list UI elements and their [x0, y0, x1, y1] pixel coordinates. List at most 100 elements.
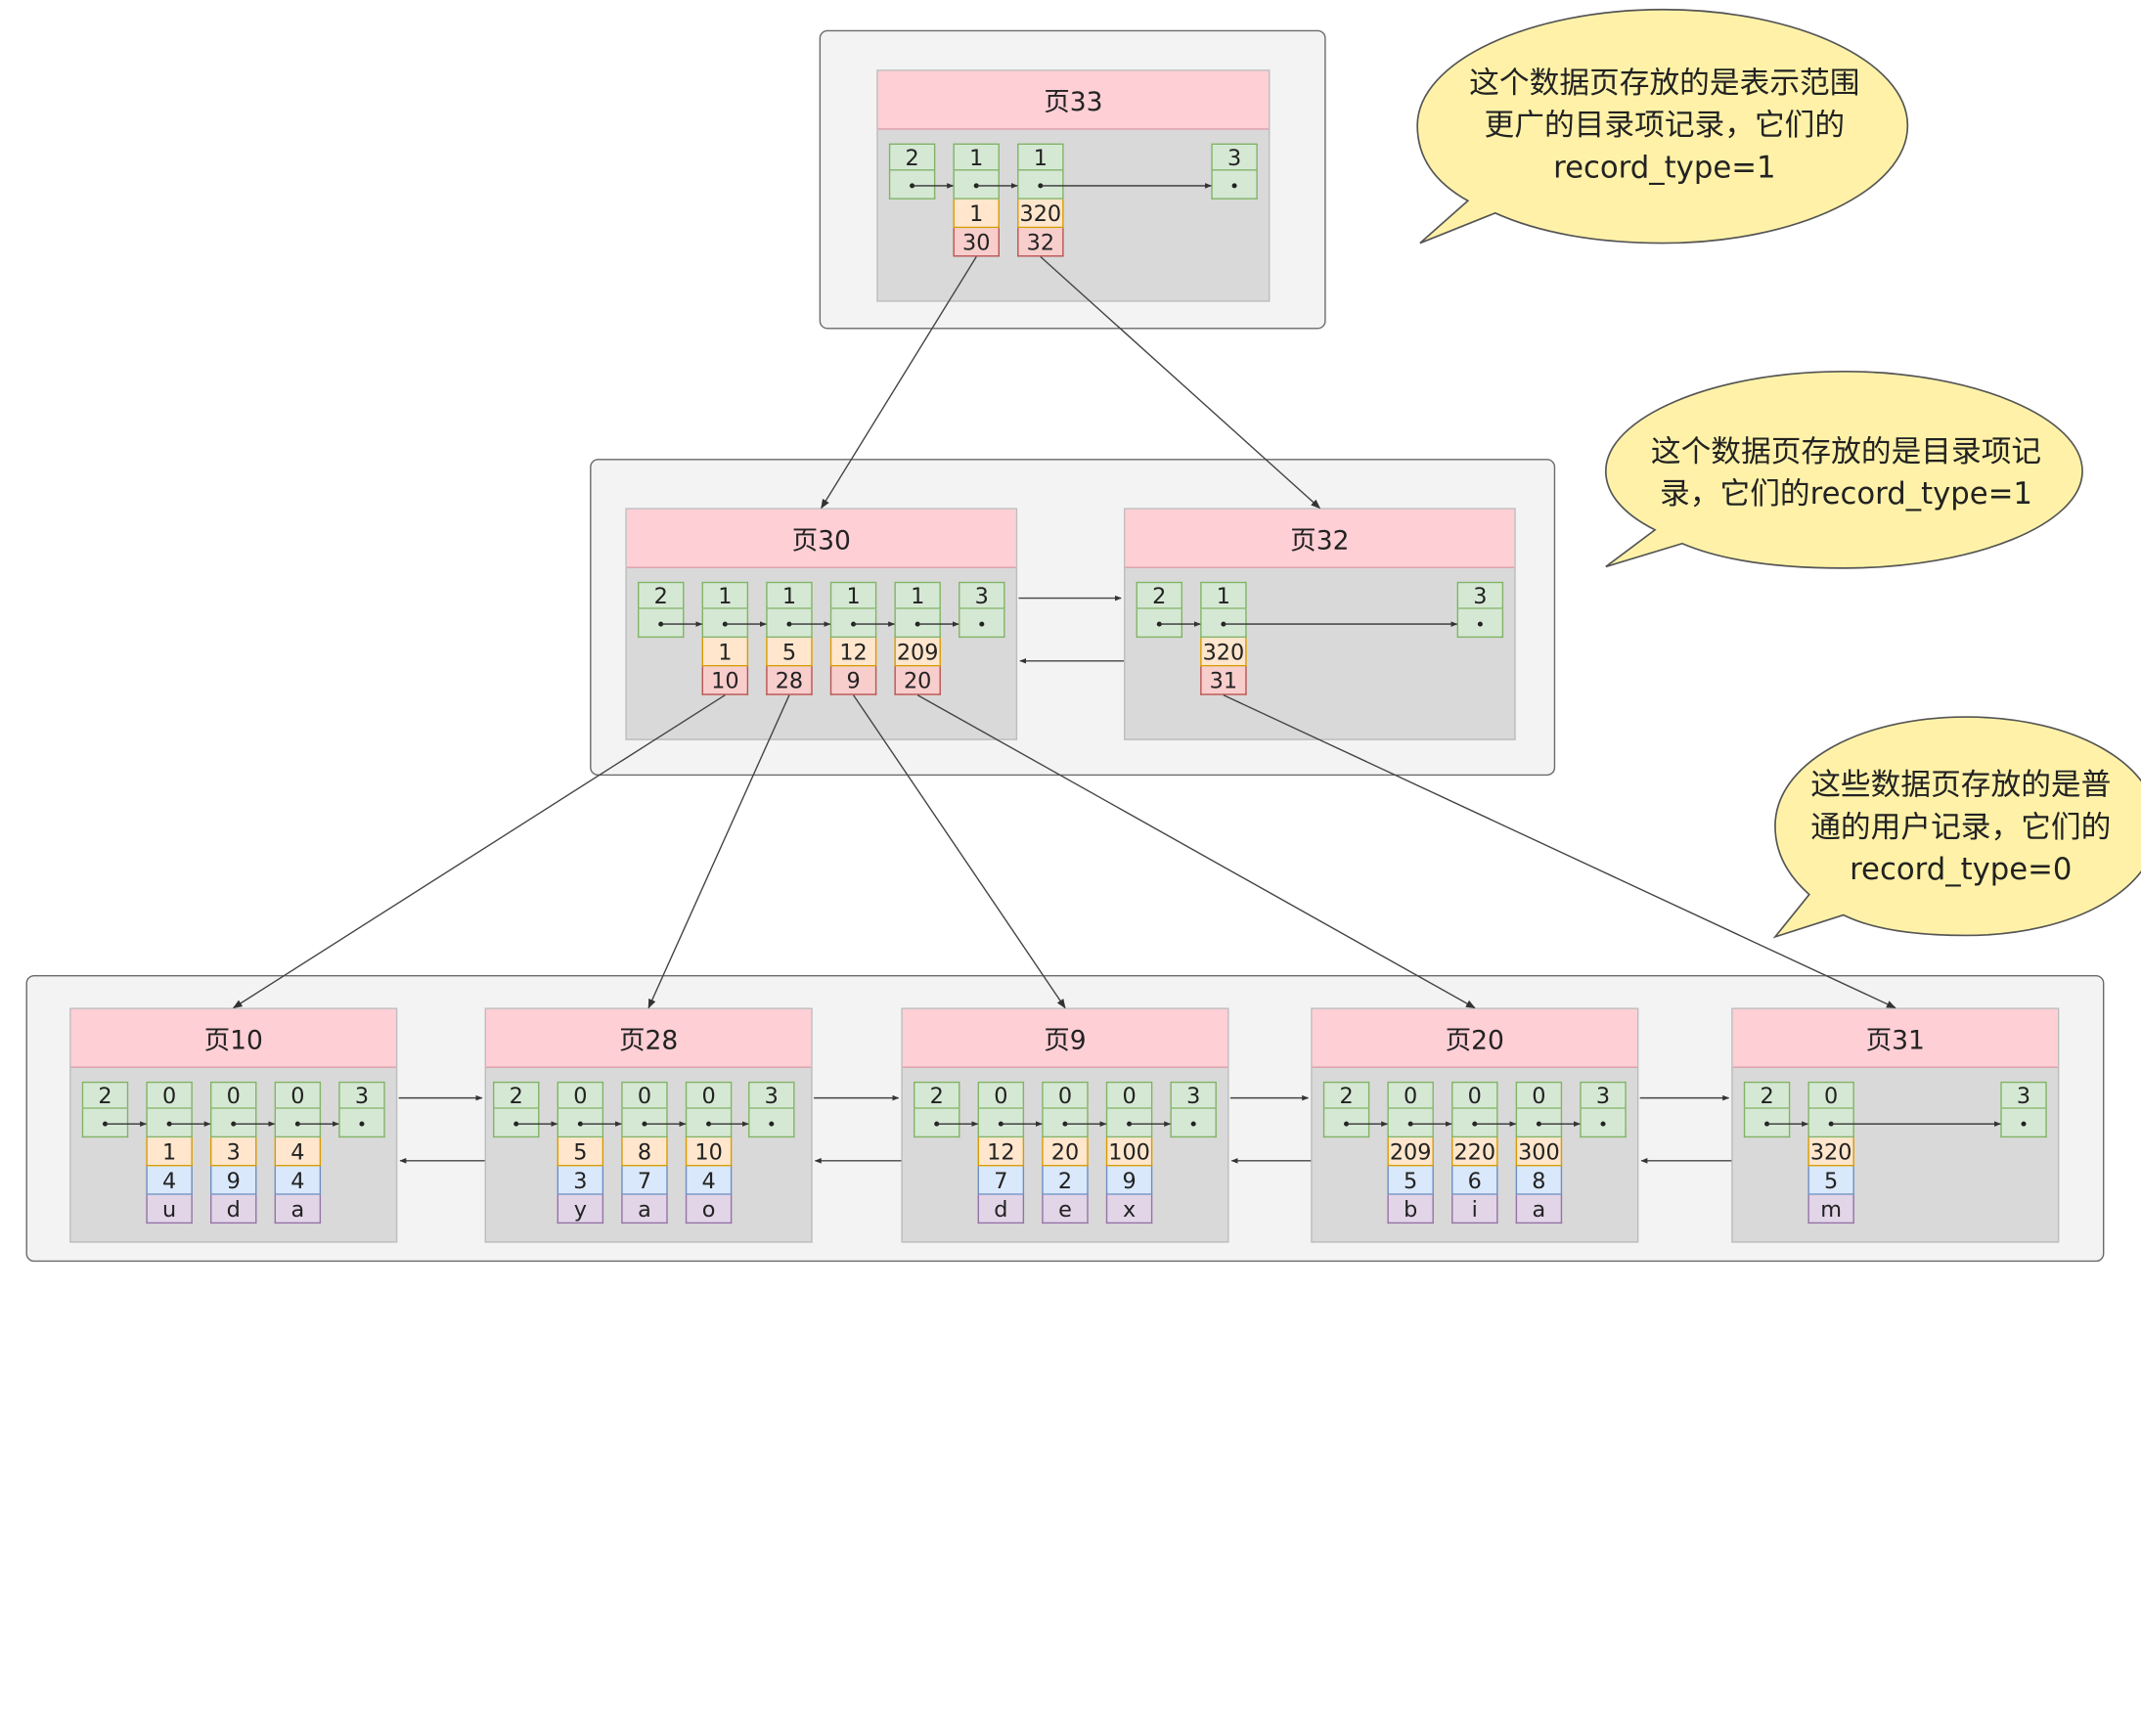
child-page-cell: 31 — [1200, 666, 1247, 695]
child-pointer-arrow — [1040, 255, 1321, 510]
key-cell: 220 — [1451, 1137, 1498, 1167]
column3-cell: b — [1387, 1194, 1434, 1224]
record-type: 1 — [829, 581, 877, 609]
record-type: 0 — [209, 1081, 257, 1109]
record-type: 0 — [977, 1081, 1025, 1109]
child-pointer-arrow — [647, 694, 790, 1009]
pointer-dot — [1764, 1121, 1770, 1127]
key-cell: 5 — [557, 1137, 604, 1167]
column2-cell: 3 — [557, 1166, 604, 1195]
record-type: 1 — [766, 581, 813, 609]
pointer-dot — [166, 1121, 172, 1127]
column3-cell: e — [1042, 1194, 1089, 1224]
child-pointer-arrow — [1223, 694, 1896, 1009]
page-title: 页10 — [70, 1008, 396, 1068]
record-supremum: 3 — [2000, 1081, 2047, 1138]
column2-cell: 4 — [146, 1166, 193, 1195]
record-type: 2 — [1136, 581, 1183, 609]
child-page-cell: 32 — [1017, 228, 1064, 257]
key-cell: 1 — [146, 1137, 193, 1167]
page-title: 页28 — [486, 1008, 812, 1068]
record-type: 1 — [894, 581, 941, 609]
key-cell: 320 — [1017, 199, 1064, 229]
callout-bubble-leaf — [1772, 716, 2141, 939]
record-supremum: 3 — [1580, 1081, 1627, 1138]
page-title: 页9 — [902, 1008, 1228, 1068]
pointer-dot — [2021, 1121, 2027, 1127]
record-type: 0 — [557, 1081, 604, 1109]
column3-cell: m — [1807, 1194, 1854, 1224]
child-page-cell: 20 — [894, 666, 941, 695]
column2-cell: 7 — [621, 1166, 668, 1195]
child-pointer-arrow — [821, 256, 977, 510]
record-type: 0 — [1451, 1081, 1498, 1109]
pointer-dot — [1190, 1121, 1196, 1127]
column2-cell: 2 — [1042, 1166, 1089, 1195]
pointer-dot — [1536, 1121, 1541, 1127]
child-page-cell: 30 — [953, 228, 1000, 257]
record-type: 0 — [1807, 1081, 1854, 1109]
record-infimum: 2 — [81, 1081, 129, 1138]
column2-cell: 6 — [1451, 1166, 1498, 1195]
pointer-dot — [294, 1121, 300, 1127]
record-type: 2 — [913, 1081, 960, 1109]
pointer-dot — [1828, 1121, 1834, 1127]
key-cell: 300 — [1515, 1137, 1563, 1167]
next-pointer-cell — [1136, 608, 1183, 639]
link-layer — [102, 183, 2027, 1164]
record-type: 0 — [274, 1081, 322, 1109]
record-type: 1 — [1017, 143, 1064, 171]
pointer-dot — [102, 1121, 109, 1127]
record-type: 0 — [1105, 1081, 1153, 1109]
next-pointer-cell — [2000, 1108, 2047, 1138]
callout-text-mid: 这个数据页存放的是目录项记录，它们的record_type=1 — [1650, 435, 2042, 512]
key-cell: 5 — [766, 638, 813, 667]
record-type: 3 — [1580, 1081, 1627, 1109]
record-infimum: 2 — [1322, 1081, 1370, 1138]
key-cell: 10 — [685, 1137, 733, 1167]
record-type: 0 — [146, 1081, 193, 1109]
child-pointer-arrow — [852, 694, 1066, 1009]
column2-cell: 7 — [977, 1166, 1025, 1195]
record-supremum: 3 — [1170, 1081, 1217, 1138]
column3-cell: i — [1451, 1194, 1498, 1224]
page-title: 页32 — [1125, 509, 1515, 568]
record-type: 2 — [1322, 1081, 1370, 1109]
record-supremum: 3 — [1456, 581, 1504, 639]
record-type: 3 — [959, 581, 1005, 609]
record-type: 1 — [1200, 581, 1247, 609]
page-title: 页31 — [1732, 1008, 2058, 1068]
record-type: 0 — [1515, 1081, 1563, 1109]
child-pointer-arrow — [916, 694, 1476, 1009]
key-cell: 209 — [894, 638, 941, 667]
record-type: 3 — [748, 1081, 795, 1109]
key-cell: 320 — [1200, 638, 1247, 667]
pointer-dot — [769, 1121, 775, 1127]
record-type: 3 — [1456, 581, 1504, 609]
key-cell: 12 — [977, 1137, 1025, 1167]
record-type: 3 — [338, 1081, 385, 1109]
column3-cell: d — [977, 1194, 1025, 1224]
record-type: 0 — [1387, 1081, 1434, 1109]
pointer-dot — [359, 1121, 365, 1127]
bubble-layer — [1416, 8, 2141, 939]
record-type: 2 — [637, 581, 685, 609]
record-type: 0 — [1042, 1081, 1089, 1109]
column2-cell: 5 — [1807, 1166, 1854, 1195]
pointer-dot — [1477, 621, 1483, 627]
column3-cell: o — [685, 1194, 733, 1224]
record-type: 2 — [1743, 1081, 1791, 1109]
record-infimum: 2 — [637, 581, 685, 639]
column2-cell: 9 — [1105, 1166, 1153, 1195]
